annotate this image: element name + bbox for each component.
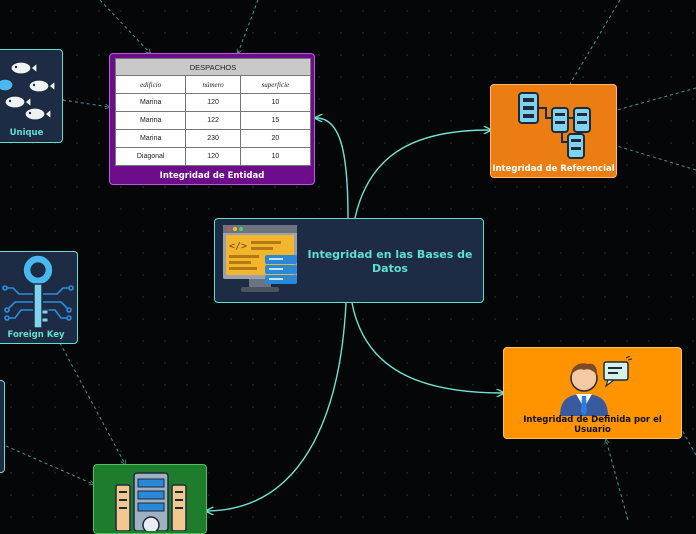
link-green: [207, 302, 347, 511]
central-topic-node[interactable]: </> Integridad en las Bases de Datos: [214, 218, 484, 303]
server-icon: [115, 472, 187, 531]
link-usuario: [351, 302, 503, 393]
entidad-node[interactable]: DESPACHOS edificio número superficie Mar…: [109, 53, 315, 185]
despachos-table: DESPACHOS edificio número superficie Mar…: [114, 58, 312, 166]
column-header: edificio: [114, 75, 187, 94]
usuario-node[interactable]: Integridad de Definida por el Usuario: [503, 347, 682, 439]
usuario-caption: Integridad de Definida por el Usuario: [523, 415, 662, 435]
table-cell: 120: [185, 147, 241, 166]
connectors: [5, 0, 696, 520]
offscreen-node[interactable]: [0, 380, 5, 473]
foreign-key-caption: Foreign Key: [7, 330, 65, 340]
referencial-caption: Integridad de Referencial: [492, 164, 615, 174]
server-node[interactable]: [93, 464, 207, 534]
table-cell: Diagonal: [114, 147, 187, 166]
table-cell: Marina: [114, 93, 187, 112]
column-header: superficie: [239, 75, 312, 94]
table-header: DESPACHOS: [115, 58, 311, 76]
link-referencial: [354, 130, 490, 219]
table-cell: 10: [239, 147, 312, 166]
column-header: número: [185, 75, 241, 94]
table-cell: 15: [239, 111, 312, 130]
table-cell: 122: [185, 111, 241, 130]
referencial-node[interactable]: Integridad de Referencial: [490, 84, 617, 178]
table-cell: 120: [185, 93, 241, 112]
table-row: Marina 230 20: [114, 129, 312, 148]
foreign-key-node[interactable]: Foreign Key: [0, 251, 78, 344]
table-row: Diagonal 120 10: [114, 147, 312, 166]
central-title: Integridad en las Bases de Datos: [307, 248, 473, 275]
table-row: Marina 120 10: [114, 93, 312, 112]
link-entidad: [316, 118, 349, 219]
fish-icon: [0, 61, 56, 121]
unique-node[interactable]: Unique: [0, 49, 63, 143]
table-cell: Marina: [114, 129, 187, 148]
key-circuit-icon: [2, 254, 74, 329]
table-cell: Marina: [114, 111, 187, 130]
entidad-caption: Integridad de Entidad: [159, 171, 265, 181]
unique-caption: Unique: [9, 128, 44, 138]
database-diagram-icon: [518, 92, 591, 159]
user-chat-icon: [560, 356, 633, 416]
table-row: Marina 122 15: [114, 111, 312, 130]
table-cell: 230: [185, 129, 241, 148]
table-cell: 10: [239, 93, 312, 112]
code-monitor-icon: </>: [223, 225, 297, 292]
table-cell: 20: [239, 129, 312, 148]
svg-text:</>: </>: [229, 241, 247, 252]
